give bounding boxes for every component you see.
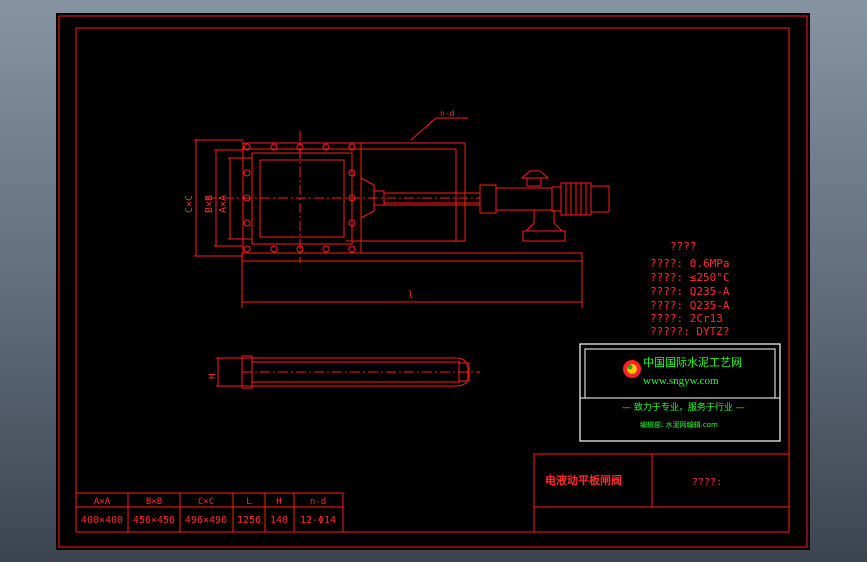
logo-slogan: — 致力于专业，服务于行业 —	[622, 401, 745, 413]
logo-name: 中国国际水泥工艺网	[643, 356, 742, 369]
table-cell: 456×456	[133, 515, 175, 526]
table-header: C×C	[198, 497, 214, 507]
table-cell: 12-Φ14	[300, 515, 336, 526]
inner-border	[75, 27, 790, 533]
outer-border	[58, 15, 808, 548]
spec-line: ????: ≤250°C	[650, 271, 729, 284]
table-header: A×A	[94, 497, 111, 507]
dim-axa-label: A×A	[218, 195, 229, 213]
table-header: n-d	[310, 497, 326, 507]
title-name: 电液动平板闸阀	[545, 473, 622, 487]
nd-label: n-d	[440, 109, 455, 118]
specs-title: ????	[670, 240, 697, 253]
title-code: ????:	[692, 477, 722, 488]
spec-line: ????: Q235-A	[650, 299, 730, 312]
dim-bxb-label: B×B	[204, 195, 215, 213]
table-cell: 496×496	[185, 515, 227, 526]
gate-body	[251, 357, 469, 387]
cad-drawing: n-d	[58, 15, 808, 548]
title-block: 电液动平板闸阀 ????:	[533, 453, 790, 533]
spec-line: ????: 2Cr13	[650, 312, 723, 325]
param-table: A×A B×B C×C L H n-d 400×400 456×456 496×…	[75, 492, 344, 533]
base-rail	[241, 252, 583, 262]
spec-line: ????: Q235-A	[650, 285, 730, 298]
drawing-sheet: n-d	[56, 13, 810, 550]
bolt-holes	[243, 143, 356, 253]
cylinder	[495, 187, 553, 211]
table-cell: 400×400	[81, 515, 123, 526]
logo-editor: 编辑部: 水泥网编辑.com	[640, 420, 718, 429]
dim-l-label: l	[408, 290, 414, 301]
spec-line: ?????: DYTZ?	[650, 325, 729, 338]
table-cell: 1256	[237, 515, 261, 526]
table-header: B×B	[146, 497, 162, 507]
table-cell: 140	[270, 515, 288, 526]
plan-view: n-d	[184, 109, 610, 308]
table-header: L	[246, 497, 251, 507]
logo-box: 中国国际水泥工艺网 www.sngyw.com — 致力于专业，服务于行业 — …	[579, 343, 781, 442]
specs: ???? ????: 0.6MPa ????: ≤250°C ????: Q23…	[650, 240, 730, 338]
dim-cxc-label: C×C	[184, 195, 195, 213]
side-view: H	[208, 355, 480, 389]
table-header: H	[276, 497, 281, 507]
logo-url: www.sngyw.com	[643, 375, 719, 387]
sngyw-logo-icon	[623, 360, 641, 378]
dim-h-label: H	[208, 374, 218, 379]
spec-line: ????: 0.6MPa	[650, 257, 729, 270]
